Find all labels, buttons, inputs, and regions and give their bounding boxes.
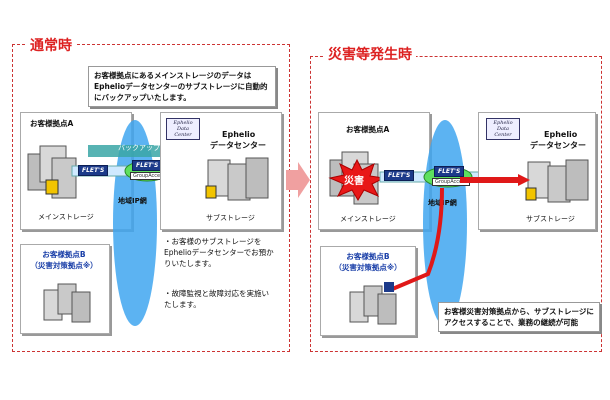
right-site-a-label: お客様拠点A: [346, 125, 390, 134]
right-flets-badge-a: FLET'S: [384, 170, 415, 181]
right-access-arrow: [460, 174, 530, 186]
right-callout: お客様災害対策拠点から、サブストレージにアクセスすることで、業務の継続が可能: [438, 302, 600, 332]
left-panel-title: 通常時: [26, 35, 76, 55]
disaster-burst-icon: [328, 158, 386, 201]
right-datacenter-name-1: Ephelio: [544, 130, 578, 139]
disaster-label: 災害: [344, 176, 364, 187]
left-main-storage-label: メインストレージ: [38, 213, 94, 221]
transition-arrow: [286, 162, 310, 198]
left-backup-label: バックアップ: [118, 144, 160, 152]
left-sub-storage-label: サブストレージ: [206, 214, 255, 222]
left-datacenter-logo: Ephelio Data Center: [166, 118, 200, 140]
right-flets-badge-ip: FLET'S: [434, 166, 465, 177]
right-datacenter-name-2: データセンター: [530, 141, 586, 150]
right-sub-storage-label: サブストレージ: [526, 215, 575, 223]
left-sub-storage-icon: [205, 157, 269, 201]
left-callout: お客様拠点にあるメインストレージのデータはEphelioデータセンターのサブスト…: [88, 66, 276, 107]
left-datacenter-name-1: Ephelio: [222, 130, 256, 139]
left-site-b-label-1: お客様拠点B: [42, 250, 86, 259]
left-ip-network-label: 地域IP網: [118, 197, 147, 205]
right-datacenter-logo: Ephelio Data Center: [486, 118, 520, 140]
right-sub-storage-icon: [525, 159, 589, 203]
left-main-storage-icon: [27, 145, 77, 199]
left-site-b-server-icon: [43, 283, 91, 323]
right-panel-title: 災害等発生時: [324, 44, 416, 64]
right-access-line: [384, 187, 444, 292]
right-site-b-label-2: （災害対策拠点※）: [334, 263, 402, 272]
right-main-storage-label: メインストレージ: [340, 215, 396, 223]
left-note-2: ・故障監視と故障対応を実施いたします。: [164, 289, 269, 309]
left-site-a-label: お客様拠点A: [30, 119, 74, 128]
right-site-b-label-1: お客様拠点B: [346, 252, 390, 261]
right-site-b-server-icon: [349, 285, 397, 325]
left-datacenter-name-2: データセンター: [210, 141, 266, 150]
left-flets-badge-a: FLET'S: [78, 165, 109, 176]
left-site-b-label-2: （災害対策拠点※）: [30, 261, 98, 270]
left-note-1: ・お客様のサブストレージをEphelioデータセンターでお預かりいたします。: [164, 237, 274, 268]
